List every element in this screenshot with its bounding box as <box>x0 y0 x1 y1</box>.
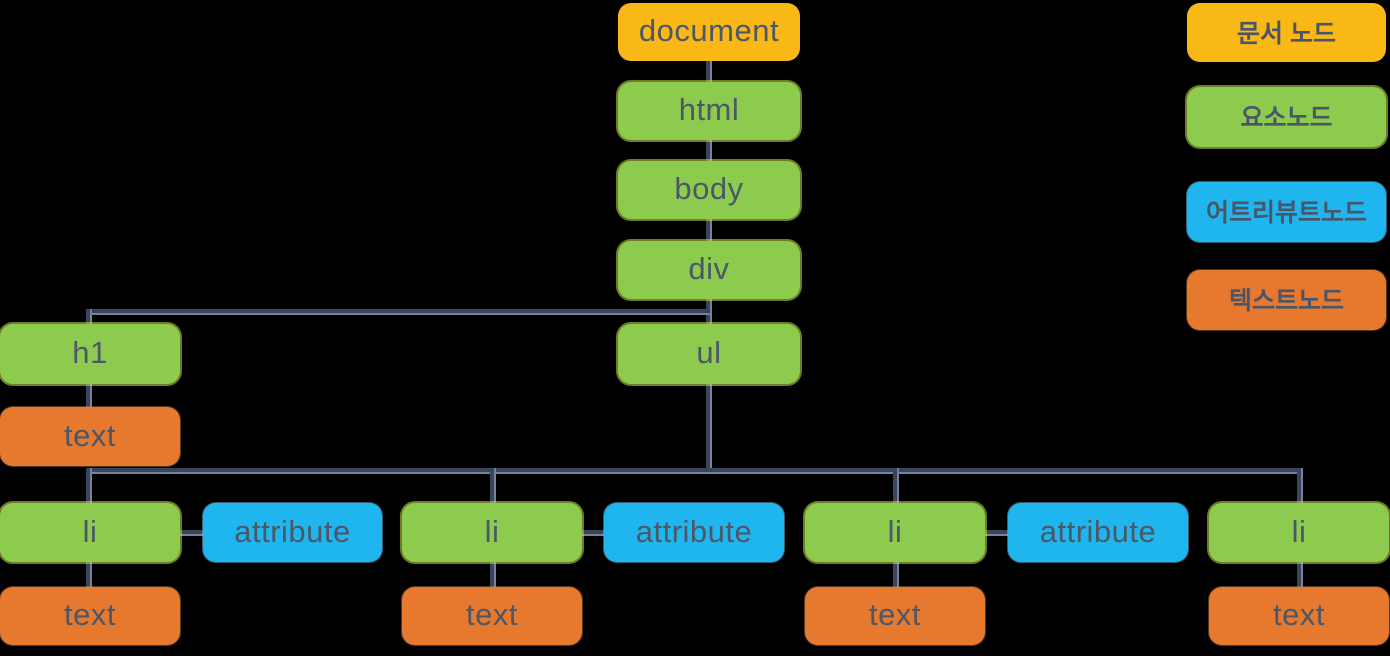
node-label-document: document <box>638 13 780 48</box>
node-label-html: html <box>678 92 740 127</box>
node-label-li-2-text: text <box>466 597 518 632</box>
node-html: html <box>618 82 800 140</box>
node-label-li-3: li <box>887 513 903 549</box>
node-h1: h1 <box>0 324 180 384</box>
text-node-legend-label: 텍스트노드 <box>1228 287 1344 315</box>
node-li-2: li <box>402 503 582 562</box>
node-li-1: li <box>0 503 180 562</box>
edge-rail-li4-drop <box>1297 468 1301 503</box>
node-label-attribute-1: attribute <box>234 513 351 549</box>
text-node-legend: 텍스트노드 <box>1187 270 1386 330</box>
element-node-legend: 요소노드 <box>1187 87 1386 147</box>
node-li-4-text: text <box>1209 587 1389 645</box>
document-node-legend: 문서 노드 <box>1187 3 1386 62</box>
edge-li3-attr3-link <box>985 530 1008 534</box>
edge-html-body <box>706 140 710 161</box>
node-body: body <box>618 161 800 219</box>
edge-li2-text-link <box>490 562 494 587</box>
edge-div-h1-branch <box>86 309 710 313</box>
node-attribute-3: attribute <box>1008 503 1188 562</box>
node-ul: ul <box>618 324 800 384</box>
node-label-li-1-text: text <box>64 597 116 632</box>
edge-li2-attr2-link <box>582 530 604 534</box>
node-label-attribute-3: attribute <box>1039 513 1157 549</box>
node-div: div <box>618 241 800 299</box>
edge-li1-text-link <box>86 562 90 587</box>
node-li-3-text: text <box>805 587 985 645</box>
attribute-node-legend: 어트리뷰트노드 <box>1187 182 1386 242</box>
edge-li3-text-link <box>893 562 897 587</box>
node-label-div: div <box>688 251 730 286</box>
edge-rail <box>86 468 1301 472</box>
edge-body-div <box>706 219 710 241</box>
node-label-li-1: li <box>82 513 98 549</box>
node-li-3: li <box>805 503 985 562</box>
edge-document-html <box>706 61 710 82</box>
node-label-li-4-text: text <box>1273 597 1325 632</box>
document-node-legend-label: 문서 노드 <box>1237 19 1336 48</box>
edge-ul-rail <box>706 384 710 470</box>
node-document: document <box>618 3 800 61</box>
element-node-legend-label: 요소노드 <box>1240 104 1333 132</box>
edge-li1-attr1-link <box>180 530 203 534</box>
node-label-h1-text: text <box>64 417 116 453</box>
edge-rail-li1-drop <box>86 468 90 503</box>
attribute-node-legend-label: 어트리뷰트노드 <box>1205 199 1367 227</box>
node-label-li-4: li <box>1291 513 1307 549</box>
node-li-2-text: text <box>402 587 582 645</box>
node-label-ul: ul <box>696 335 722 370</box>
node-label-h1: h1 <box>72 335 108 370</box>
edge-rail-li3-drop <box>893 468 897 503</box>
edge-branch-h1-drop <box>86 309 90 324</box>
edge-rail-li2-drop <box>490 468 494 503</box>
edge-li4-text-link <box>1297 562 1301 587</box>
node-label-li-3-text: text <box>869 597 921 632</box>
node-attribute-1: attribute <box>203 503 382 562</box>
node-li-4: li <box>1209 503 1389 562</box>
node-label-body: body <box>674 171 744 206</box>
edge-h1-text-link <box>86 384 90 407</box>
node-label-attribute-2: attribute <box>635 513 753 549</box>
node-h1-text: text <box>0 407 180 466</box>
node-li-1-text: text <box>0 587 180 645</box>
node-attribute-2: attribute <box>604 503 784 562</box>
node-label-li-2: li <box>484 513 500 549</box>
